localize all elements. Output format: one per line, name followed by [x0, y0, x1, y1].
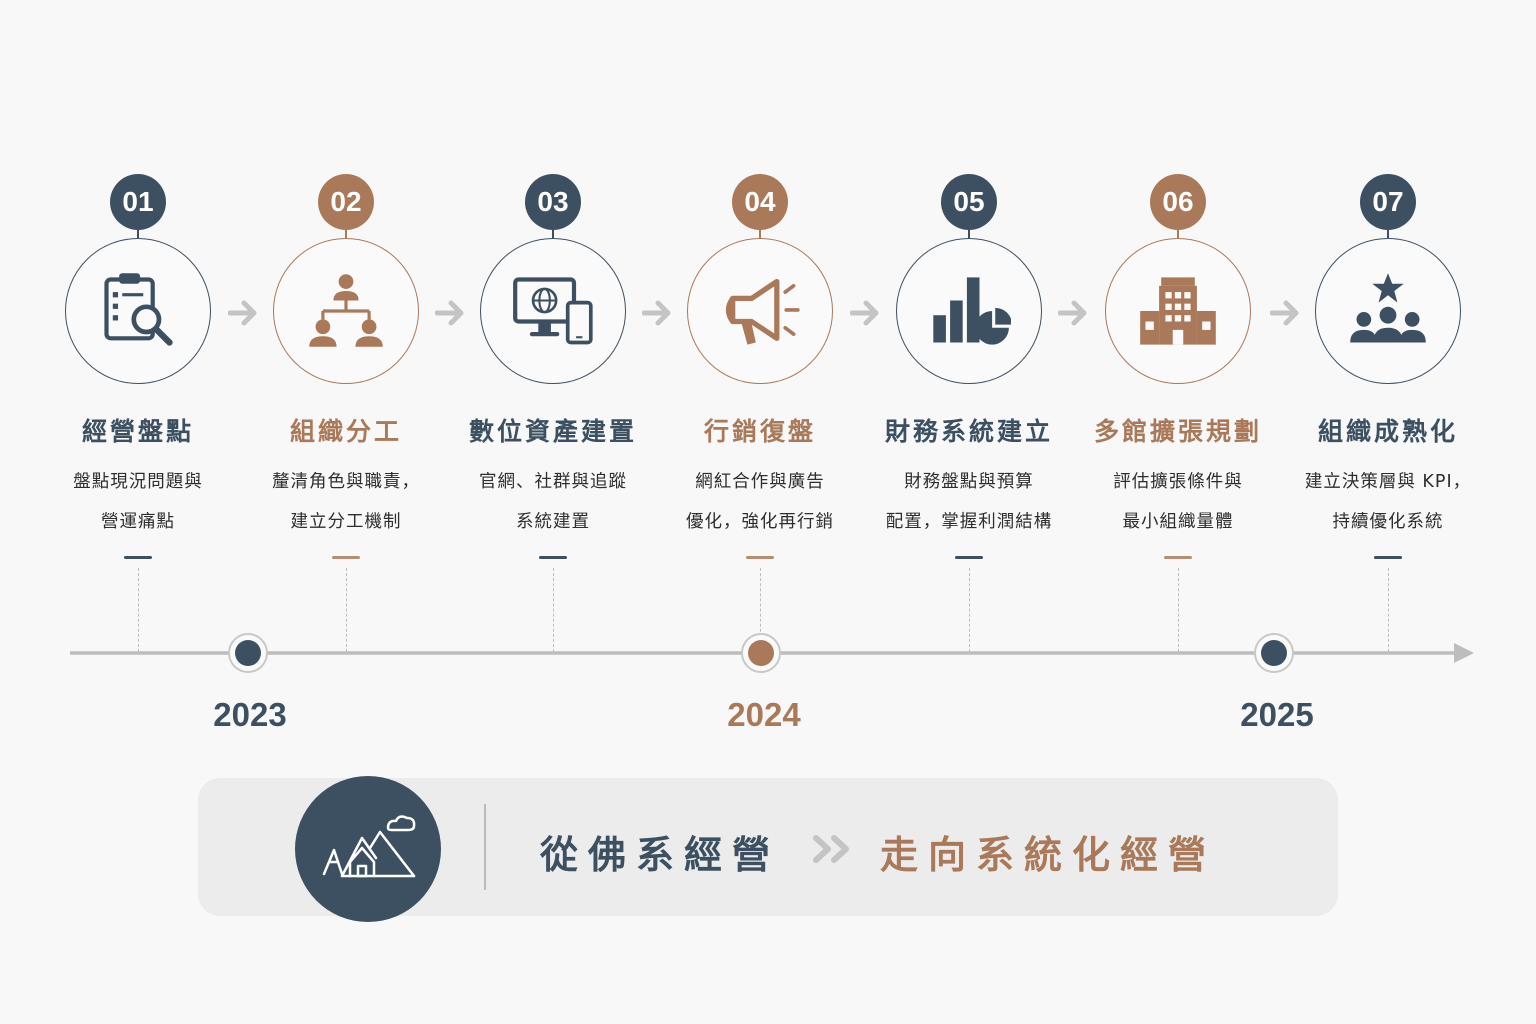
step-description: 網紅合作與廣告 優化，強化再行銷	[686, 472, 834, 532]
arrow-right-icon	[228, 300, 257, 326]
banner-from-text: 從佛系經營	[540, 833, 781, 877]
step-tick	[746, 556, 774, 559]
summary-banner: 從佛系經營 走向系統化經營	[198, 776, 1338, 922]
mountain-house-icon	[295, 776, 441, 922]
step-tick	[1164, 556, 1192, 559]
year-label-2024: 2024	[727, 696, 801, 733]
step-7: 07 組織成熟化 建立決策層與 KPI， 持續優化系統	[1288, 174, 1488, 559]
arrow-right-icon	[642, 300, 671, 326]
step-number-badge: 05	[941, 174, 997, 230]
monitor-phone-icon	[513, 277, 593, 345]
year-marker-2023	[228, 633, 268, 673]
step-tick	[539, 556, 567, 559]
arrow-right-icon	[1058, 300, 1087, 326]
step-title: 組織分工	[289, 417, 402, 446]
banner-divider	[484, 804, 486, 890]
step-description: 釐清角色與職責， 建立分工機制	[272, 472, 420, 532]
dashed-connector	[969, 568, 970, 652]
banner-to-text: 走向系統化經營	[880, 833, 1217, 877]
timeline-arrowhead-icon	[1454, 643, 1474, 663]
clipboard-search-icon	[104, 273, 173, 346]
step-number-badge: 03	[525, 174, 581, 230]
arrow-right-icon	[1270, 300, 1299, 326]
step-5: 05 財務系統建立 財務盤點與預算 配置，掌握利潤結構	[869, 174, 1069, 559]
dashed-connector	[760, 568, 761, 652]
step-title: 多館擴張規劃	[1093, 417, 1262, 446]
step-icon-circle	[1105, 238, 1251, 384]
step-tick	[124, 556, 152, 559]
step-title: 財務系統建立	[884, 417, 1053, 446]
step-number-badge: 06	[1150, 174, 1206, 230]
bar-pie-chart-icon	[933, 277, 1011, 345]
timeline-axis	[70, 633, 1474, 673]
building-icon	[1140, 277, 1216, 345]
step-6: 06 多館擴張規劃 評估擴張條件與 最小組織量體	[1078, 174, 1278, 559]
dashed-connector	[553, 568, 554, 652]
step-description: 盤點現況問題與 營運痛點	[73, 472, 203, 532]
step-description: 官網、社群與追蹤 系統建置	[479, 472, 627, 532]
step-1: 01 經營盤點 盤點現況問題與 營運痛點	[38, 174, 238, 559]
dashed-connector	[1388, 568, 1389, 652]
team-star-icon	[1350, 273, 1426, 343]
step-title: 數位資產建置	[468, 417, 637, 446]
step-icon-circle	[896, 238, 1042, 384]
step-icon-circle	[273, 238, 419, 384]
step-description: 評估擴張條件與 最小組織量體	[1113, 472, 1243, 532]
step-tick	[1374, 556, 1402, 559]
step-tick	[955, 556, 983, 559]
megaphone-icon	[725, 278, 800, 345]
step-number-badge: 04	[732, 174, 788, 230]
org-chart-icon	[309, 274, 383, 347]
year-marker-2024	[741, 633, 781, 673]
step-number-badge: 07	[1360, 174, 1416, 230]
step-icon-circle	[1315, 238, 1461, 384]
dashed-connector	[138, 568, 139, 652]
step-3: 03 數位資產建置 官網、社群與追蹤 系統建置	[453, 174, 653, 559]
arrow-right-icon	[435, 300, 464, 326]
step-icon-circle	[687, 238, 833, 384]
step-4: 04 行銷復盤 網紅合作與廣告 優化，強化再行銷	[660, 174, 860, 559]
step-number-badge: 01	[110, 174, 166, 230]
step-icon-circle	[65, 238, 211, 384]
step-icon-circle	[480, 238, 626, 384]
step-number-badge: 02	[318, 174, 374, 230]
year-marker-2025	[1254, 633, 1294, 673]
year-label-2025: 2025	[1240, 696, 1314, 733]
step-description: 建立決策層與 KPI， 持續優化系統	[1304, 472, 1472, 532]
arrow-right-icon	[850, 300, 879, 326]
step-description: 財務盤點與預算 配置，掌握利潤結構	[885, 472, 1053, 532]
dashed-connector	[1178, 568, 1179, 652]
double-chevron-icon	[813, 835, 849, 863]
dashed-connector	[346, 568, 347, 652]
step-title: 行銷復盤	[703, 417, 816, 446]
step-title: 經營盤點	[81, 417, 194, 446]
step-tick	[332, 556, 360, 559]
step-2: 02 組織分工 釐清角色與職責， 建立分工機制	[246, 174, 446, 559]
step-title: 組織成熟化	[1317, 417, 1458, 446]
year-label-2023: 2023	[213, 696, 287, 733]
